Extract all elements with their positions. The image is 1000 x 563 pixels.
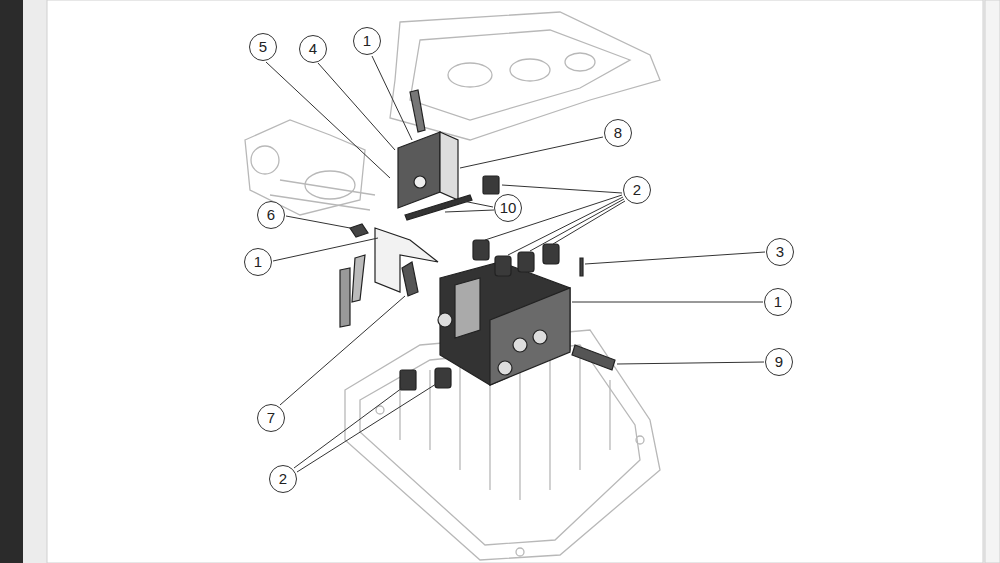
oil-pan <box>345 330 660 560</box>
callout-number: 2 <box>623 176 651 204</box>
leader-lines <box>266 56 765 472</box>
side-panel <box>985 0 1000 563</box>
callout-number: 1 <box>353 27 381 55</box>
callout-number: 6 <box>257 201 285 229</box>
callout-number: 10 <box>494 194 522 222</box>
callout-number: 1 <box>244 248 272 276</box>
callout-number: 2 <box>269 465 297 493</box>
callout-number: 9 <box>765 348 793 376</box>
panel <box>47 0 983 563</box>
tool-main <box>438 258 615 385</box>
callout-number: 7 <box>257 404 285 432</box>
callout-number: 3 <box>766 238 794 266</box>
callout-number: 4 <box>299 35 327 63</box>
tool-bracket <box>340 224 438 327</box>
side-bar <box>0 0 23 563</box>
callout-number: 8 <box>604 119 632 147</box>
callout-number: 5 <box>249 33 277 61</box>
callout-number: 1 <box>764 288 792 316</box>
spacer-blocks <box>400 176 559 390</box>
oil-pump <box>245 120 375 215</box>
